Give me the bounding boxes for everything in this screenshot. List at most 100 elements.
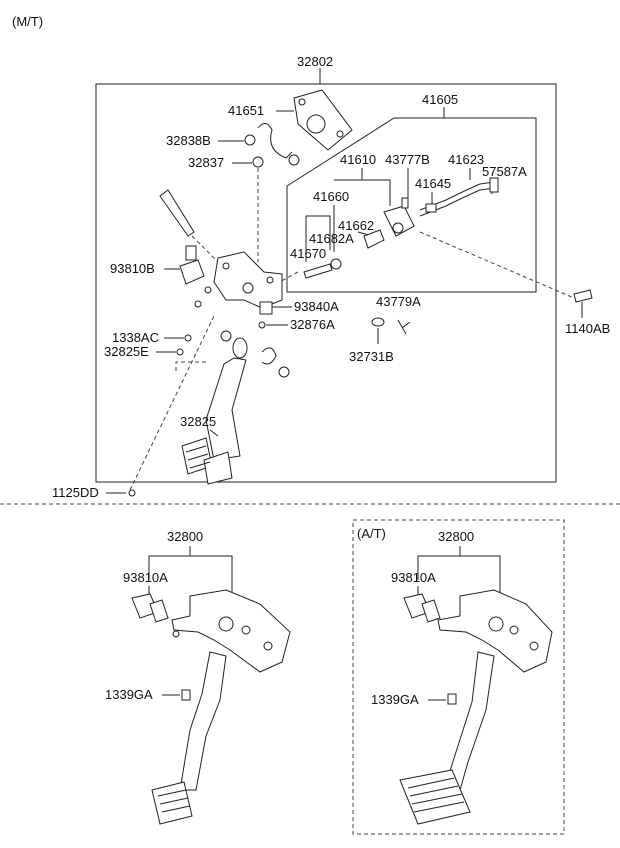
mt-pedal-bracket xyxy=(171,589,291,673)
pin-43777B xyxy=(401,197,409,209)
mt-label-1339GA: 1339GA xyxy=(105,687,153,702)
at-pedal-arm xyxy=(443,651,495,791)
at-leader-32800 xyxy=(417,555,501,594)
label-43779A: 43779A xyxy=(376,294,421,309)
leader-41670-group xyxy=(306,215,331,250)
at-label-93810A: 93810A xyxy=(391,570,436,585)
pad-rib-3 xyxy=(189,461,211,469)
hose-41623-edge xyxy=(419,187,495,217)
at-switch-body xyxy=(421,599,441,623)
pedal-hub xyxy=(232,337,248,359)
pipe-41645 xyxy=(425,203,437,213)
bracket-hole-a xyxy=(222,262,230,270)
label-41623: 41623 xyxy=(448,152,484,167)
label-93810B: 93810B xyxy=(110,261,155,276)
label-32802: 32802 xyxy=(297,54,333,69)
at-bracket-hole-2 xyxy=(529,641,539,651)
at-bracket-pivot xyxy=(488,616,504,632)
bolt-1140AB xyxy=(573,289,593,303)
dash-1140AB xyxy=(419,231,575,299)
pedal-arm-32825 xyxy=(205,357,247,461)
clip-end xyxy=(288,154,300,166)
leader-32825 xyxy=(209,429,219,437)
clip-43779A xyxy=(397,319,411,335)
pedal-pad-side xyxy=(203,451,233,485)
at-pad-rib-3 xyxy=(411,793,463,805)
mt-pedal-arm xyxy=(179,651,227,791)
dash-pushrod xyxy=(253,271,299,297)
label-41670: 41670 xyxy=(290,246,326,261)
dash-1125DD xyxy=(129,315,215,491)
at-pad-rib-2 xyxy=(409,785,459,797)
label-32837: 32837 xyxy=(188,155,224,170)
dash-pivot-bolt xyxy=(191,235,227,271)
dash-hub xyxy=(175,361,206,372)
label-41662: 41662 xyxy=(338,218,374,233)
clamp-57587A xyxy=(489,177,499,193)
mt-bracket-hole-2 xyxy=(263,641,273,651)
label-41651: 41651 xyxy=(228,103,264,118)
nut-32838B xyxy=(244,134,256,146)
switch-93810B-top xyxy=(185,245,197,261)
at-pad-rib-4 xyxy=(413,801,465,813)
bracket-bolt-hole-2 xyxy=(336,130,344,138)
label-1125DD: 1125DD xyxy=(52,485,99,500)
mt-bracket-hole xyxy=(241,625,251,635)
mt-pad-rib-1 xyxy=(157,789,187,797)
at-pedal-pad xyxy=(399,769,471,825)
return-spring xyxy=(261,347,277,365)
main-assembly-frame xyxy=(95,83,557,483)
mt-bracket-bolt xyxy=(172,630,180,638)
hose-41623 xyxy=(419,181,495,211)
label-32876A: 32876A xyxy=(290,317,335,332)
clevis-41682A xyxy=(330,258,342,270)
bushing-a xyxy=(220,330,232,342)
bushing-b xyxy=(278,366,290,378)
stopper-32876A xyxy=(258,321,266,329)
label-43777B: 43777B xyxy=(385,152,430,167)
label-41660: 41660 xyxy=(313,189,349,204)
label-41682A: 41682A xyxy=(309,231,354,246)
label-32838B: 32838B xyxy=(166,133,211,148)
screw-1125DD xyxy=(128,489,136,497)
nut-1338AC xyxy=(184,334,192,342)
at-pad-rib-1 xyxy=(407,777,455,789)
switch-93810B-bracket xyxy=(179,259,205,285)
label-93840A: 93840A xyxy=(294,299,339,314)
at-label-1339GA: 1339GA xyxy=(371,692,419,707)
bushing-32837 xyxy=(252,156,264,168)
spring-clip xyxy=(257,123,293,159)
mt-pedal-pad xyxy=(151,781,193,825)
master-cylinder-group-frame xyxy=(286,117,537,293)
pushrod-41662 xyxy=(363,229,385,249)
pad-rib-1 xyxy=(185,445,207,453)
washer-32731B xyxy=(371,317,385,327)
label-41605: 41605 xyxy=(422,92,458,107)
label-1338AC: 1338AC xyxy=(112,330,159,345)
at-section-frame xyxy=(352,519,565,835)
switch-nut xyxy=(194,300,202,308)
switch-nut-2 xyxy=(204,286,212,294)
master-cylinder-port xyxy=(392,222,404,234)
mt-nut-1339GA xyxy=(181,689,191,701)
bracket-hole xyxy=(306,114,326,134)
mt-pad-rib-3 xyxy=(161,805,191,813)
label-32825: 32825 xyxy=(180,414,216,429)
at-bracket-hole xyxy=(509,625,519,635)
bracket-bolt-hole xyxy=(298,98,306,106)
mt-switch-body xyxy=(149,599,169,623)
at-label-32800: 32800 xyxy=(438,529,474,544)
at-nut-1339GA xyxy=(447,693,457,705)
at-label: (A/T) xyxy=(357,526,386,541)
label-1140AB: 1140AB xyxy=(565,321,610,336)
label-32731B: 32731B xyxy=(349,349,394,364)
mt-bracket-pivot xyxy=(218,616,234,632)
label-41610: 41610 xyxy=(340,152,376,167)
bracket-pivot xyxy=(242,282,254,294)
label-57587A: 57587A xyxy=(482,164,527,179)
pivot-bolt xyxy=(159,189,195,237)
bracket-hole-b xyxy=(266,276,274,284)
pushrod-41670 xyxy=(303,263,333,279)
